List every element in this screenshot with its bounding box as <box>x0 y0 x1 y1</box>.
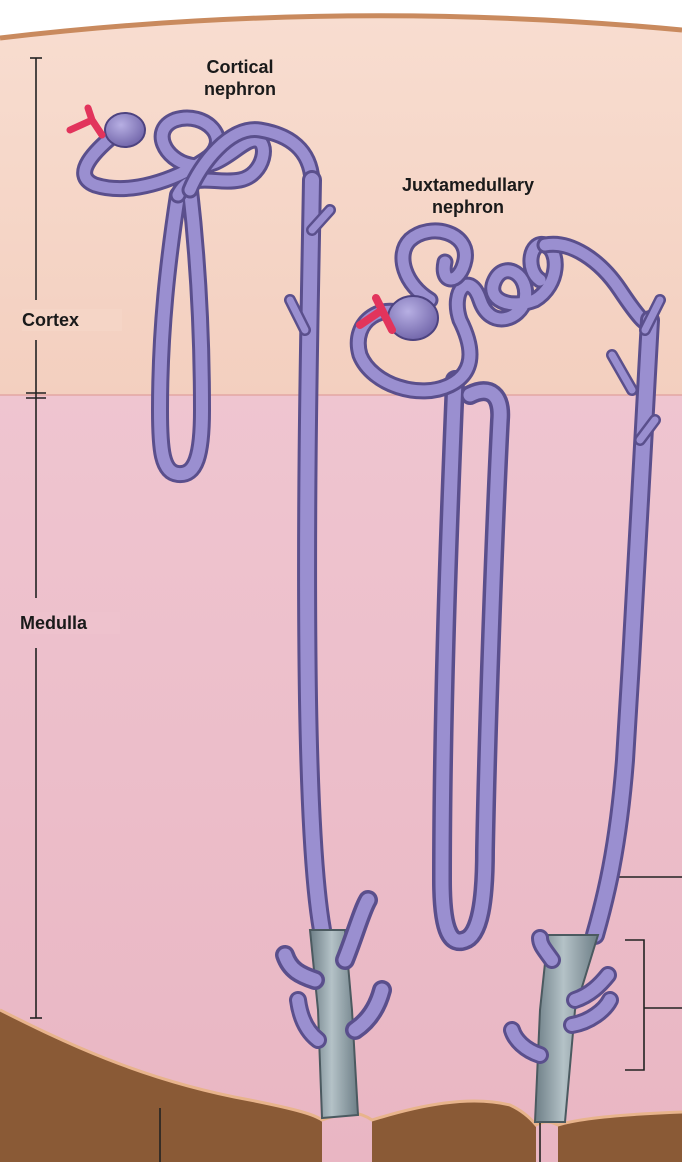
cortex-region <box>0 16 682 395</box>
medulla-label: Medulla <box>20 612 120 634</box>
cortex-label: Cortex <box>22 309 122 331</box>
juxtamedullary-glomerulus <box>388 296 438 340</box>
juxtamedullary-nephron-label: Juxtamedullary nephron <box>368 174 568 218</box>
cortical-glomerulus <box>105 113 145 147</box>
cortical-nephron-label: Cortical nephron <box>180 56 300 100</box>
